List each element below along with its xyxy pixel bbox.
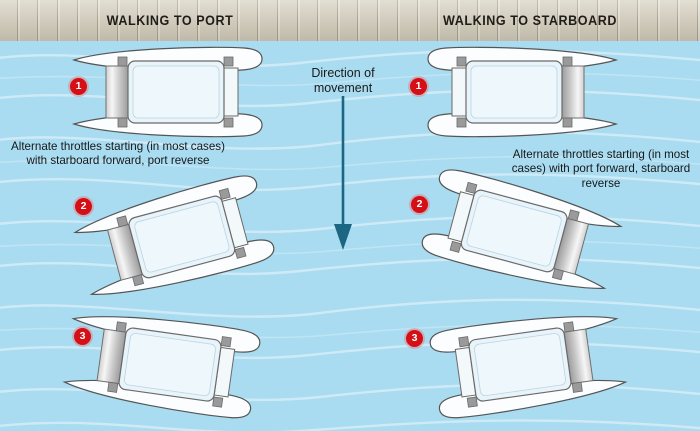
- caption-port: Alternate throttles starting (in most ca…: [11, 140, 225, 168]
- step-number-badge-starboard-3: 3: [406, 330, 423, 347]
- caption-starboard: Alternate throttles starting (in most ca…: [511, 148, 691, 190]
- down-arrow-icon: [278, 96, 408, 256]
- step-number-badge-port-3: 3: [74, 328, 91, 345]
- catamaran-starboard-step-1: [418, 46, 619, 138]
- dock-header: WALKING TO PORT WALKING TO STARBOARD: [0, 0, 700, 41]
- dock-shading: [0, 0, 700, 41]
- catamaran-port-step-2: [73, 175, 278, 295]
- page-title-starboard: WALKING TO STARBOARD: [443, 13, 617, 28]
- page-title-port: WALKING TO PORT: [106, 13, 234, 28]
- step-number-badge-starboard-1: 1: [410, 78, 427, 95]
- step-number-badge-starboard-2: 2: [411, 196, 428, 213]
- catamaran-starboard-step-3: [424, 316, 628, 419]
- step-number-badge-port-2: 2: [75, 198, 92, 215]
- catamaran-port-step-1: [71, 46, 272, 138]
- catamaran-starboard-step-2: [418, 169, 623, 289]
- step-number-badge-port-1: 1: [70, 78, 87, 95]
- catamaran-port-step-3: [62, 316, 266, 419]
- direction-label-line-1: Direction of: [311, 66, 375, 80]
- direction-label-line-2: movement: [313, 81, 373, 95]
- direction-of-movement-label: Direction of movement: [278, 66, 408, 96]
- dock-planks-pattern: [0, 0, 700, 41]
